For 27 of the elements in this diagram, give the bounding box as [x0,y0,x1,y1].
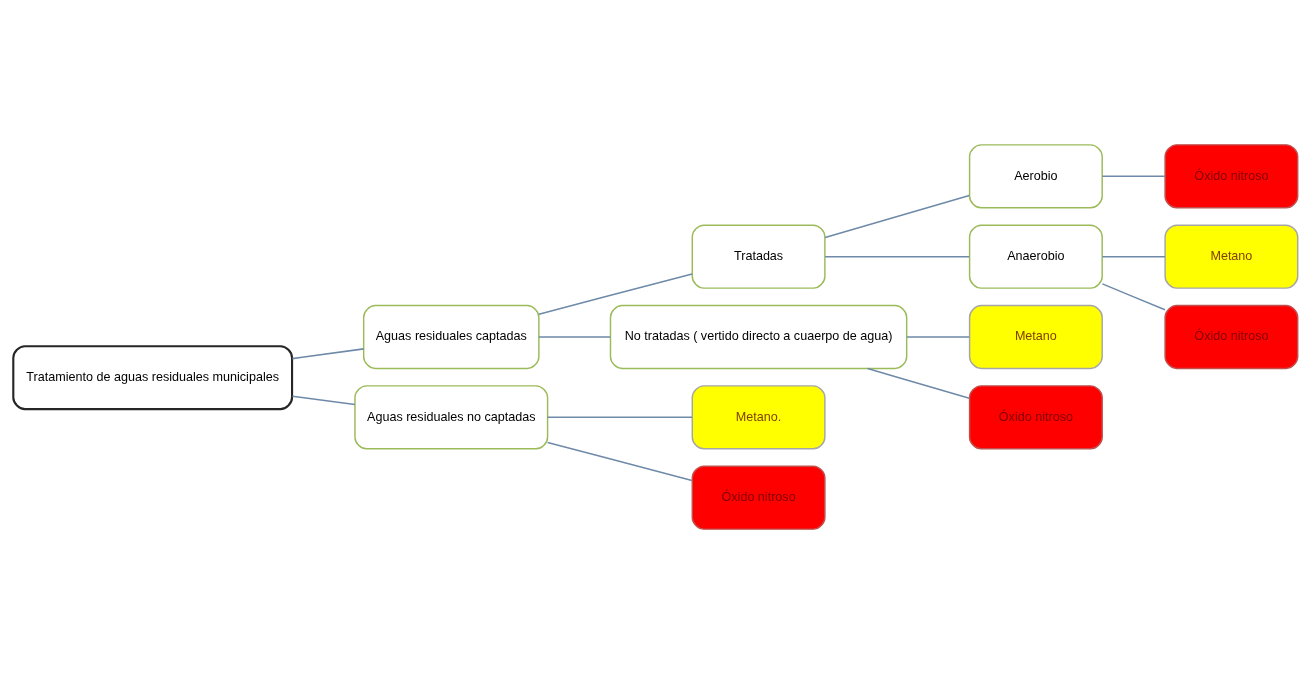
node-box: Óxido nitroso [968,385,1103,450]
connector [824,194,971,239]
connector [291,395,356,406]
node-box: Anaerobio [968,224,1103,289]
node-box: Aguas residuales captadas [362,304,540,370]
connector [906,336,971,338]
node-box: No tratadas ( vertido directo a cuaerpo de agua) [609,304,908,370]
node-box: Aguas residuales no captadas [354,385,549,450]
connector [824,255,971,258]
connector [538,336,612,338]
connector [291,348,365,360]
node-box: Metano [1164,224,1299,289]
connector [538,273,693,315]
connector [866,367,971,399]
connector [546,416,693,419]
connector [1101,255,1166,258]
node-box: Metano. [691,385,826,450]
node-box: Tratamiento de aguas residuales municipales [12,345,294,411]
node-box: Aerobio [968,144,1103,209]
connector [546,441,693,482]
connector [1101,175,1166,178]
node-box: Tratadas [691,224,826,289]
connector [1101,283,1166,311]
node-box: Óxido nitroso [1164,304,1299,370]
node-box: Óxido nitroso [1164,144,1299,209]
node-box: Óxido nitroso [691,465,826,530]
node-box: Metano [968,304,1103,370]
